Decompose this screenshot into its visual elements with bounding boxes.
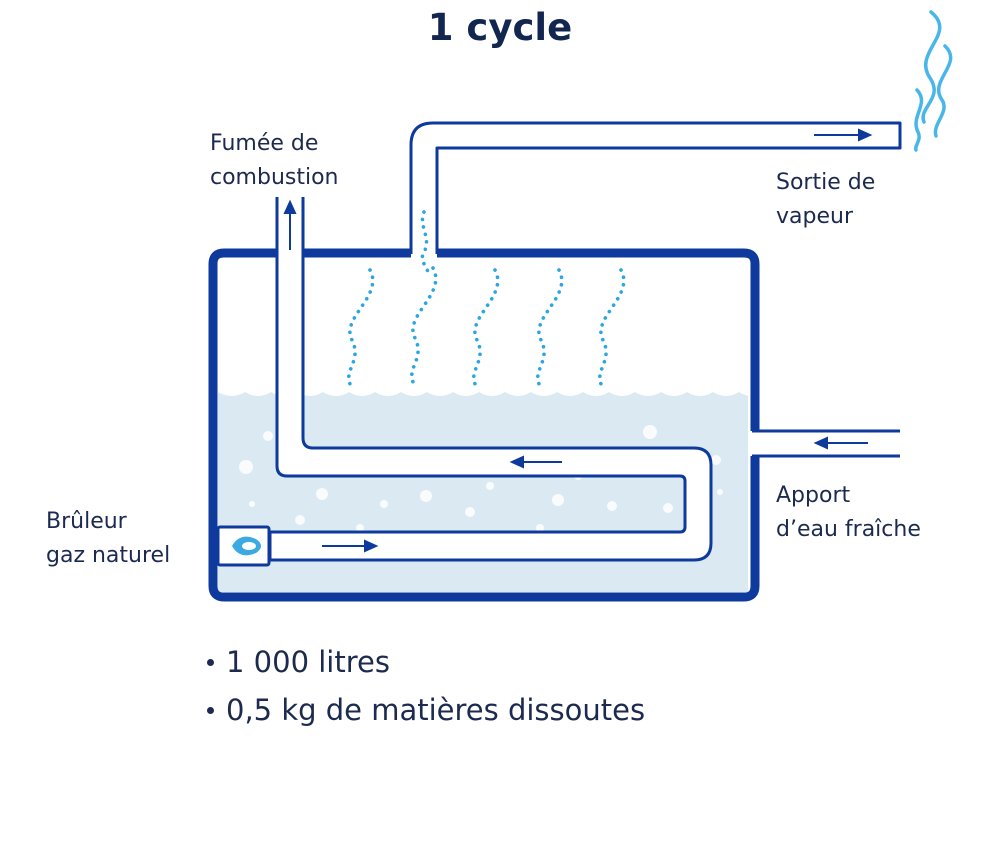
water-label-line2: d’eau fraîche [776, 517, 921, 542]
burner-label-line2: gaz naturel [46, 543, 171, 568]
steam-label: Sortie de vapeur [776, 166, 875, 234]
steam-outlet-pipe [409, 121, 902, 254]
tank-wall [208, 248, 760, 602]
smoke-label: Fumée de combustion [210, 127, 339, 195]
burner-label-line1: Brûleur [46, 509, 127, 534]
burner-label: Brûleur gaz naturel [46, 505, 170, 573]
flame-icon [232, 536, 261, 556]
water-label: Apport d’eau fraîche [776, 479, 921, 547]
bullet-icon [207, 706, 214, 714]
page-title: 1 cycle [427, 6, 573, 49]
flow-arrow-icon [283, 128, 873, 553]
steam-wisp-icon [346, 210, 626, 386]
steam-label-line1: Sortie de [776, 170, 876, 195]
smoke-label-line1: Fumée de [210, 131, 319, 156]
fact-volume: 1 000 litres [226, 645, 390, 679]
list-item: 1 000 litres [207, 638, 645, 686]
bullet-icon [207, 658, 214, 666]
facts-list: 1 000 litres 0,5 kg de matières dissoute… [207, 638, 645, 734]
smoke-label-line2: combustion [210, 165, 339, 190]
water-label-line1: Apport [776, 483, 851, 508]
steam-label-line2: vapeur [776, 204, 853, 229]
fact-dissolved-matter: 0,5 kg de matières dissoutes [226, 693, 646, 727]
list-item: 0,5 kg de matières dissoutes [207, 686, 645, 734]
steam-outside-icon [913, 10, 953, 152]
